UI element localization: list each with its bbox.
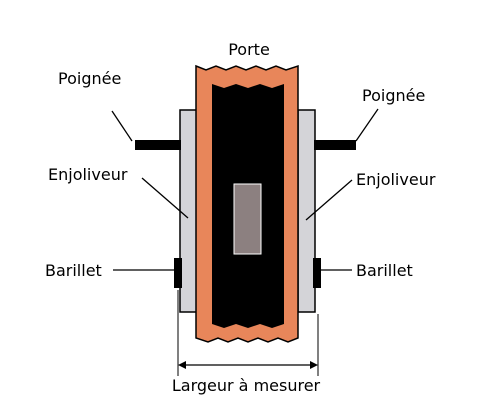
cylinder-right (313, 258, 321, 288)
leader-poignee-right (355, 108, 379, 142)
label-barillet-right: Barillet (356, 261, 413, 280)
dimension-arrow-right (310, 361, 318, 369)
lock-slot (233, 183, 262, 255)
label-enjoliveur-left: Enjoliveur (48, 165, 128, 184)
handle-left (135, 140, 181, 150)
label-largeur: Largeur à mesurer (172, 376, 321, 395)
label-barillet-left: Barillet (45, 261, 102, 280)
escutcheon-right (297, 109, 316, 313)
cylinder-left (174, 258, 182, 288)
leader-enjoliveur-right (305, 179, 353, 221)
label-poignee-left: Poignée (58, 69, 121, 88)
dimension-arrow-left (178, 361, 186, 369)
label-poignee-right: Poignée (362, 86, 425, 105)
handle-right (314, 140, 356, 150)
label-porte: Porte (228, 40, 270, 59)
escutcheon-left (179, 109, 198, 313)
leader-enjoliveur-left (141, 177, 189, 219)
leader-poignee-left (111, 110, 133, 142)
label-enjoliveur-right: Enjoliveur (356, 170, 436, 189)
